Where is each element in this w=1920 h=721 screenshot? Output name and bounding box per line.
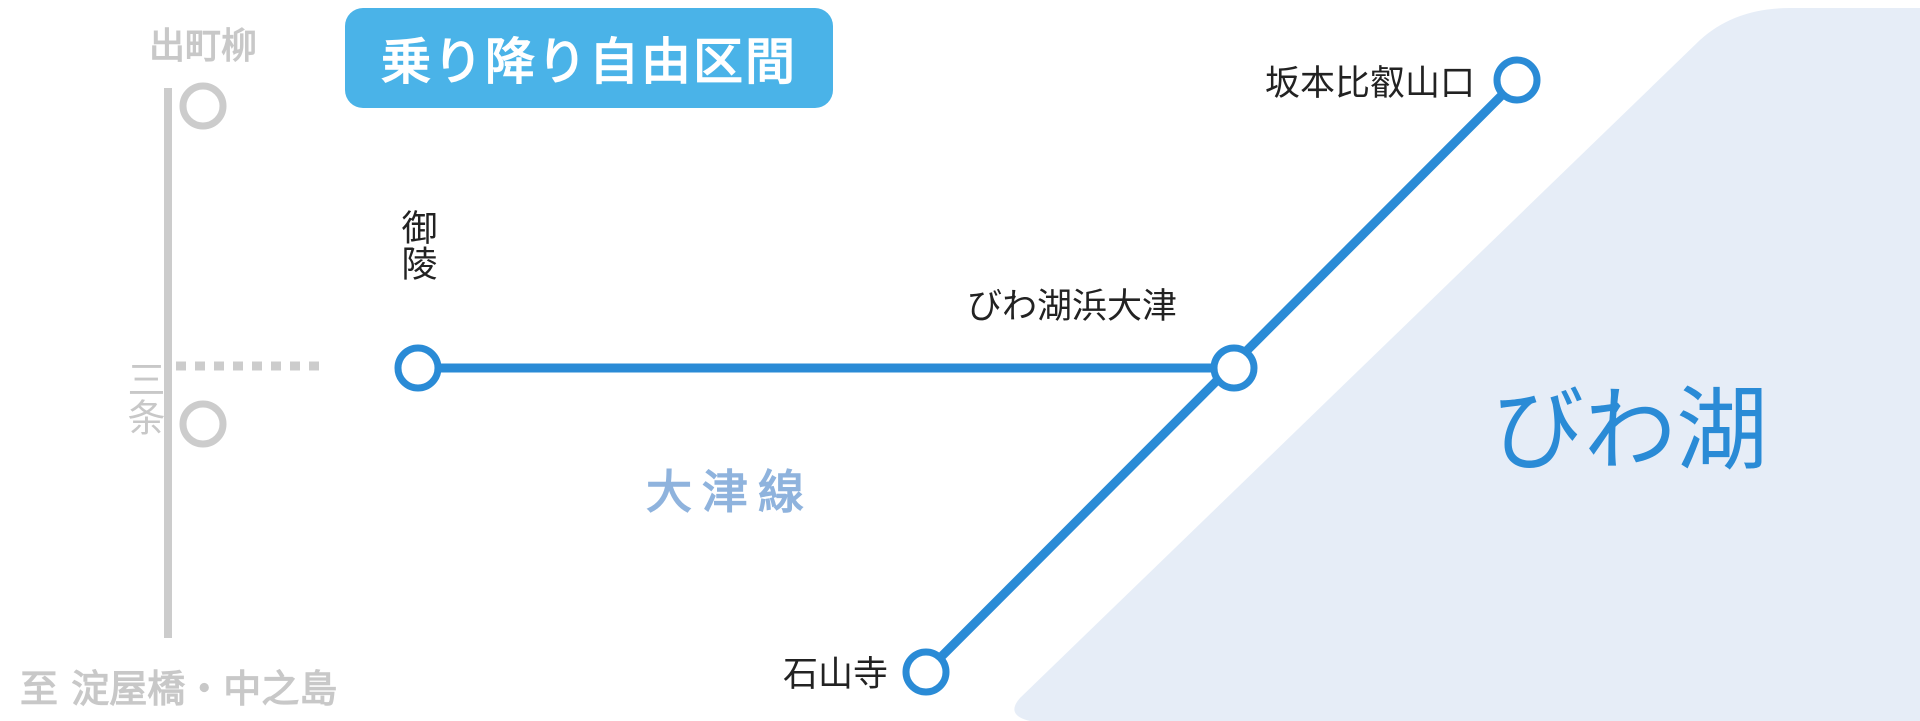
free-ride-zone-badge: 乗り降り自由区間	[345, 8, 833, 108]
station-ishiyamadera-marker[interactable]	[902, 648, 950, 696]
station-misasagi-marker[interactable]	[394, 344, 442, 392]
direction-label: 至 淀屋橋・中之島	[20, 667, 337, 711]
station-sakamoto-label: 坂本比叡山口	[1265, 64, 1475, 104]
station-biwako-hamaotsu-label: びわ湖浜大津	[967, 287, 1177, 327]
station-biwako-hamaotsu-marker[interactable]	[1210, 344, 1258, 392]
lake-area	[1014, 8, 1920, 721]
lake-label: びわ湖	[1492, 377, 1768, 484]
line-name-label: 大津線	[646, 465, 814, 519]
station-sanjo-label: 三条	[121, 360, 165, 436]
station-misasagi-label: 御陵	[396, 209, 438, 281]
station-sanjo-marker[interactable]	[179, 400, 227, 448]
station-demachiyanagi-label: 出町柳	[149, 26, 257, 67]
station-demachiyanagi-marker[interactable]	[179, 82, 227, 130]
station-ishiyamadera-label: 石山寺	[783, 655, 888, 695]
badge-label: 乗り降り自由区間	[381, 33, 797, 91]
station-sakamoto-marker[interactable]	[1493, 56, 1541, 104]
